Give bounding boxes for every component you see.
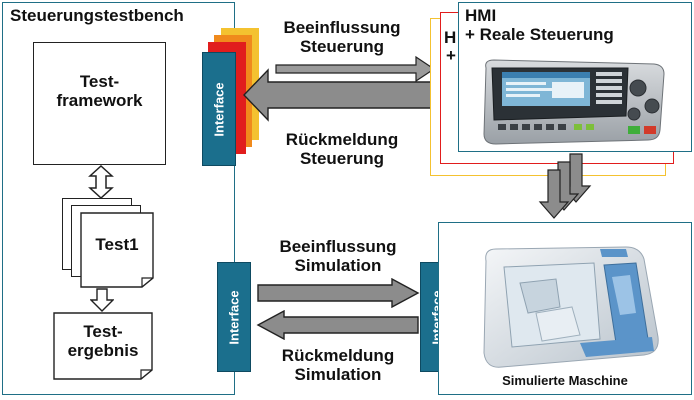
machine-caption: Simulierte Maschine [502, 373, 628, 388]
sim-influence-label: Beeinflussung Simulation [279, 237, 397, 276]
sim-feedback-arrow [256, 310, 419, 340]
testbench-title: Steuerungstestbench [10, 6, 184, 25]
test-framework-box [33, 42, 166, 165]
test-result-document [53, 312, 153, 380]
hmi-back-fragment-2: + [446, 46, 456, 65]
sim-influence-arrow [257, 278, 420, 308]
simulated-machine-image [483, 246, 659, 368]
hmi-control-panel-image [483, 59, 665, 145]
control-influence-label: Beeinflussung Steuerung [283, 18, 401, 57]
hmi-back-fragment-1: H [444, 28, 457, 47]
test-document-front [80, 212, 154, 288]
hmi-title: HMI + Reale Steuerung [465, 6, 614, 45]
interface-sim-testbench: Interface [217, 262, 251, 372]
sim-feedback-label: Rückmeldung Simulation [281, 346, 395, 385]
test-result-label: Test- ergebnis [67, 322, 139, 361]
test-framework-label: Test- framework [56, 72, 143, 111]
control-feedback-label: Rückmeldung Steuerung [285, 130, 399, 169]
hmi-machine-arrows [538, 153, 592, 219]
test1-label: Test1 [95, 235, 139, 254]
test-result-arrow [90, 288, 114, 312]
interface-control-testbench: Interface [202, 52, 236, 166]
framework-test-double-arrow [88, 165, 114, 199]
